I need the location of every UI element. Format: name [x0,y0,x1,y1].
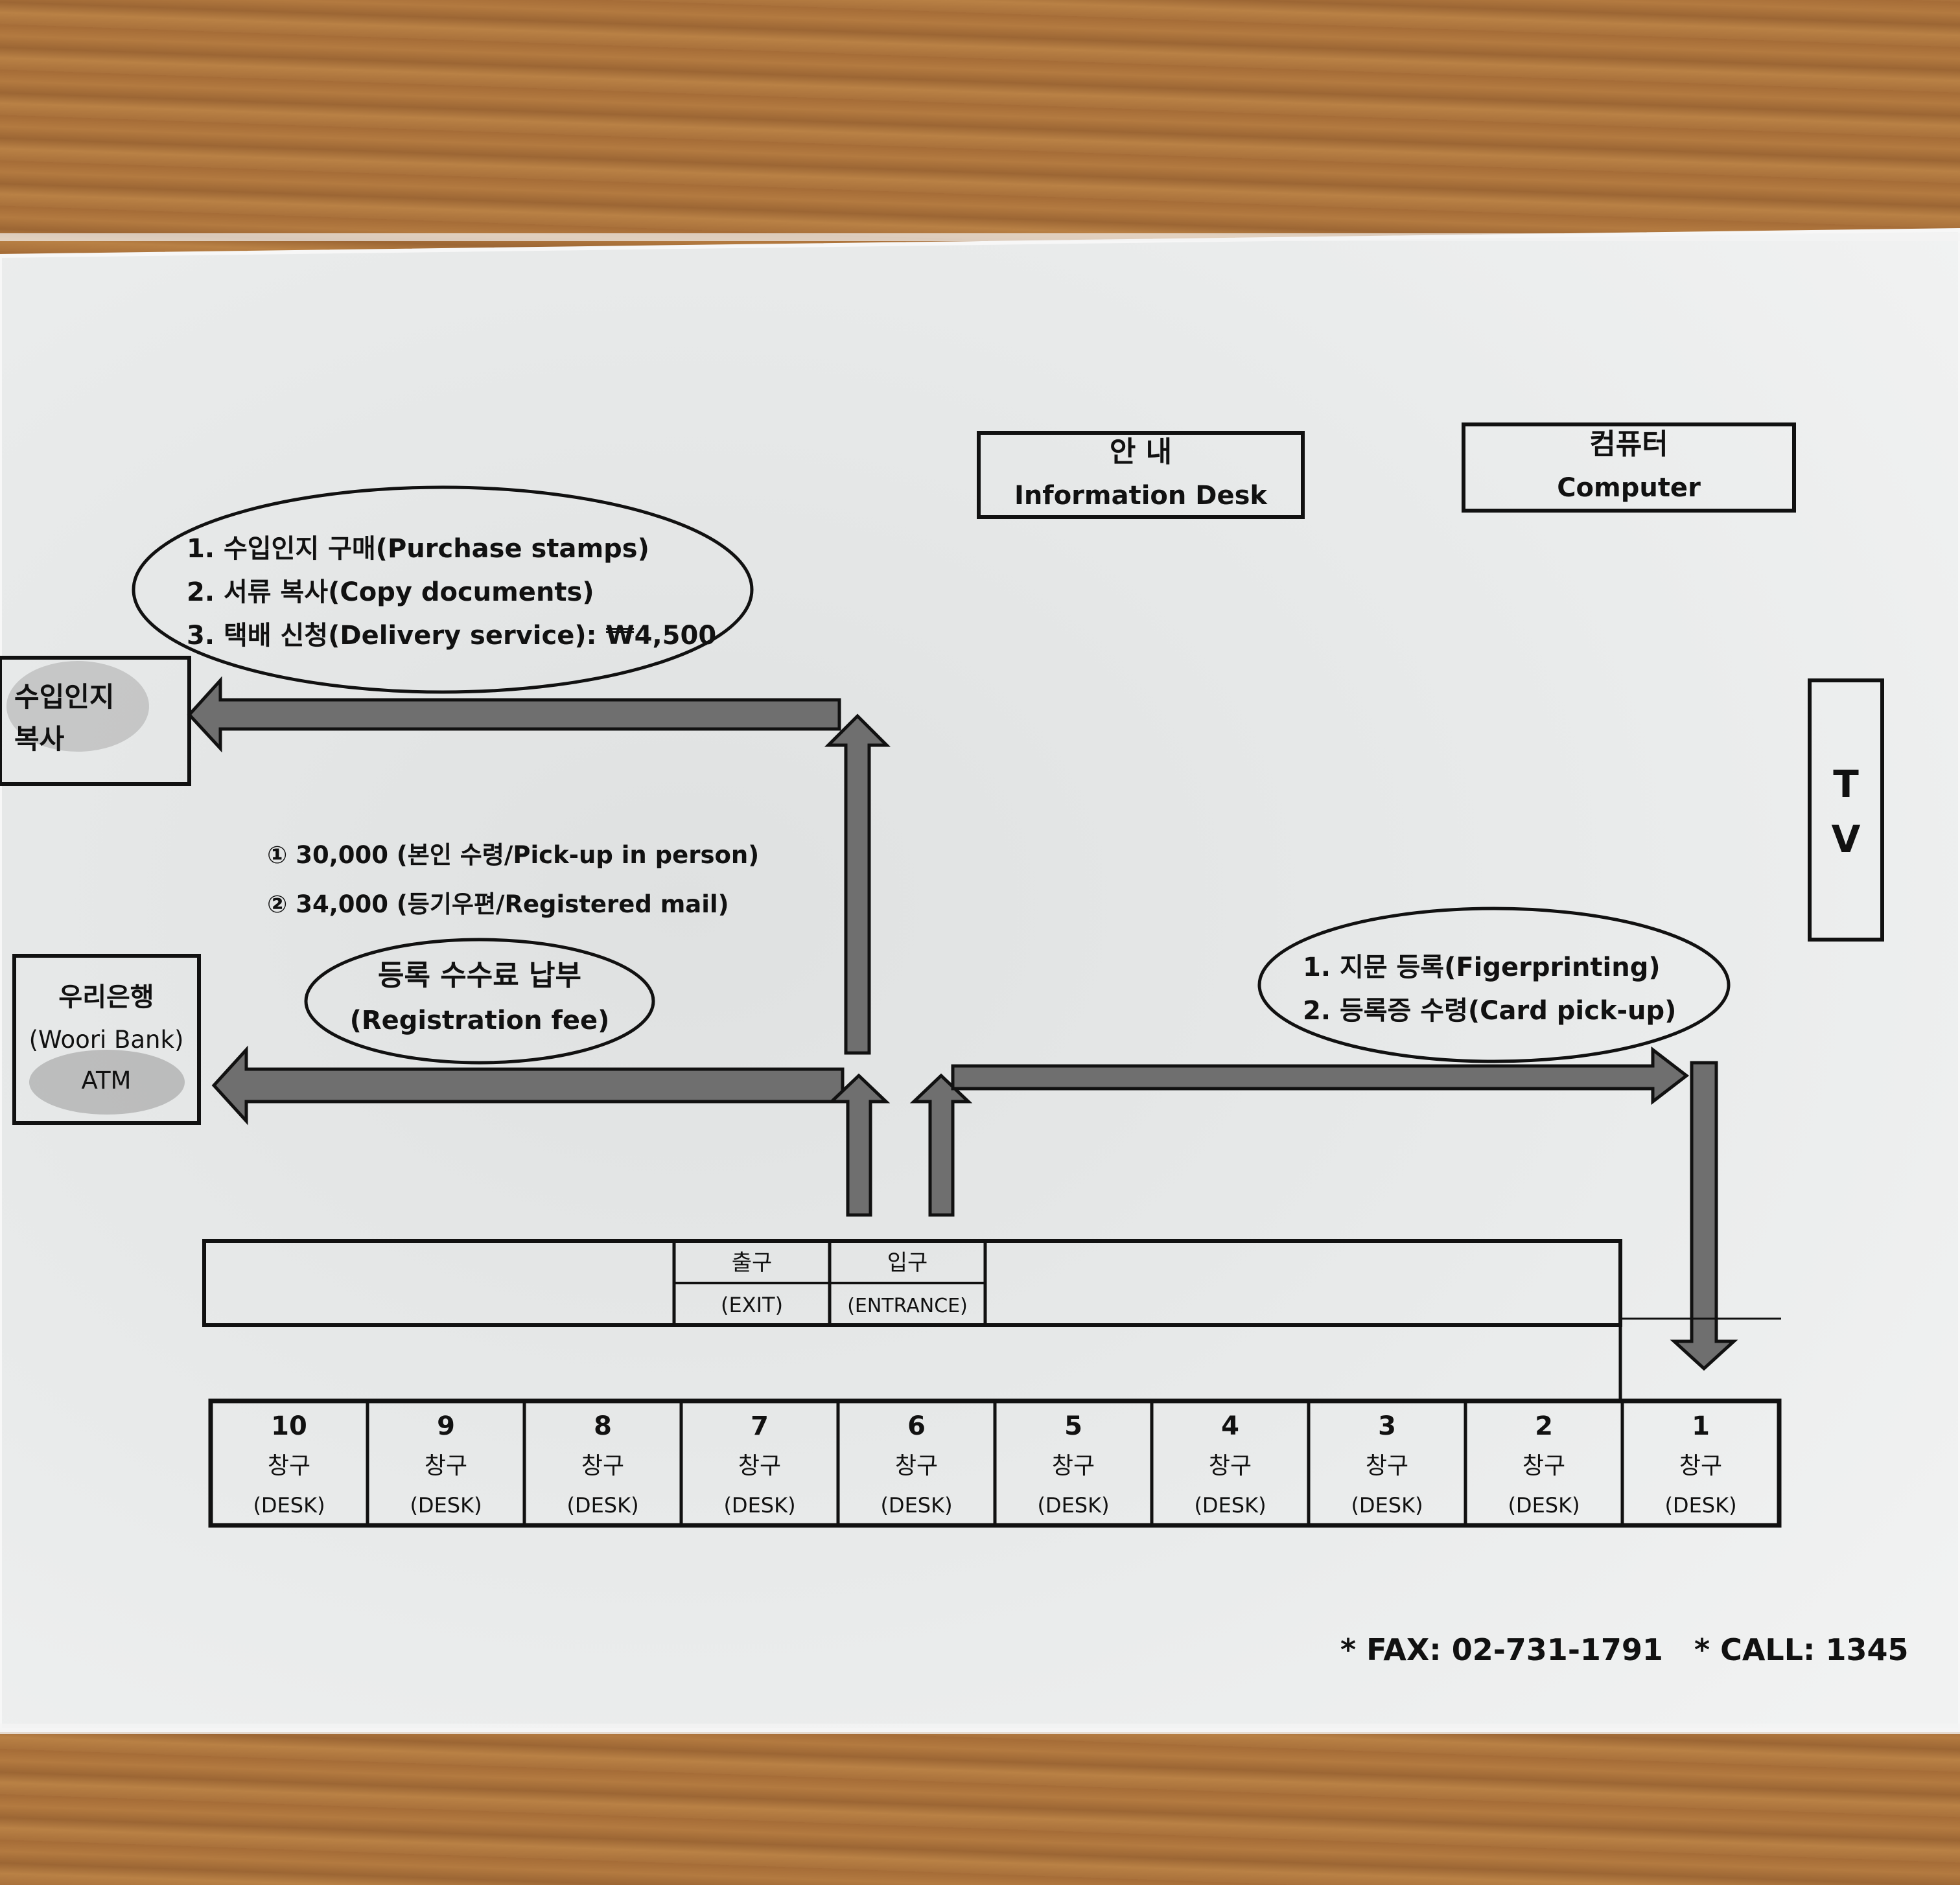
information-desk-box: 안 내 Information Desk [977,431,1305,519]
registration-fee-en: (Registration fee) [350,1006,610,1035]
computer-ko: 컴퓨터 [1589,428,1668,461]
arrow-down-to-desk-1 [1670,1061,1738,1371]
registration-fee-ko: 등록 수수료 납부 [378,959,581,992]
arrow-to-stamps [187,676,841,753]
desk-label-ko: 창구 [1522,1453,1565,1479]
fingerprint-line-1: 1. 지문 등록(Figerprinting) [1303,953,1661,982]
desk-cell: 9 창구 (DESK) [366,1401,482,1525]
tv-box: T V [1808,678,1884,942]
stamps-box-smudge [6,661,149,752]
fingerprint-oval: 1. 지문 등록(Figerprinting) 2. 등록증 수령(Card p… [1257,907,1731,1063]
computer-en: Computer [1557,473,1701,503]
stamps-line-2: 2. 서류 복사(Copy documents) [187,577,594,607]
exit-en: (EXIT) [721,1293,783,1317]
desk-number: 5 [1064,1411,1082,1441]
desk-label-en: (DESK) [566,1493,638,1518]
desk-number: 8 [594,1411,612,1441]
stamps-line-3: 3. 택배 신청(Delivery service): ₩4,500 [187,621,716,651]
registration-fee-oval: 등록 수수료 납부 (Registration fee) [304,938,655,1065]
computer-box: 컴퓨터 Computer [1462,422,1796,513]
laminate-edge-bottom [0,1724,1960,1734]
desk-number: 6 [907,1411,926,1441]
stamps-line-1: 1. 수입인지 구매(Purchase stamps) [187,534,649,564]
desk-number: 7 [751,1411,769,1441]
desk-number: 4 [1221,1411,1239,1441]
desk-label-ko: 창구 [895,1453,938,1479]
desk-cell: 1 창구 (DESK) [1620,1401,1737,1525]
desk-label-ko: 창구 [1209,1453,1252,1479]
bank-box-smudge [29,1050,185,1115]
desk-label-ko: 창구 [581,1453,624,1479]
fingerprint-line-2: 2. 등록증 수령(Card pick-up) [1303,996,1676,1026]
desk-label-ko: 창구 [1366,1453,1408,1479]
desk-number: 9 [437,1411,455,1441]
desk-cell: 3 창구 (DESK) [1307,1401,1423,1525]
desk-label-ko: 창구 [738,1453,781,1479]
desk-cell: 5 창구 (DESK) [993,1401,1110,1525]
stamps-copy-box: 수입인지 복사 [0,656,191,786]
desk-label-ko: 창구 [268,1453,310,1479]
fee-registered-mail: ② 34,000 (등기우편/Registered mail) [267,890,729,918]
entrance-exit-strip: 출구 (EXIT) 입구 (ENTRANCE) [202,1239,1781,1401]
bank-box-line-3: ATM [82,1067,132,1094]
desk-number: 2 [1535,1411,1553,1441]
bank-box-line-2: (Woori Bank) [29,1026,184,1054]
desk-label-en: (DESK) [1508,1493,1580,1518]
fee-pickup-in-person: ① 30,000 (본인 수령/Pick-up in person) [267,841,759,869]
arrow-exit-up [827,1073,891,1217]
stamps-box-line-1: 수입인지 [14,681,115,713]
arrow-up-to-stamps-route [824,713,891,1055]
arrow-to-fingerprint [951,1046,1690,1105]
stamps-box-line-2: 복사 [14,723,65,755]
desk-label-en: (DESK) [1037,1493,1109,1518]
desk-label-en: (DESK) [253,1493,325,1518]
desk-cell: 4 창구 (DESK) [1150,1401,1266,1525]
desk-label-en: (DESK) [723,1493,795,1518]
information-desk-ko: 안 내 [1110,435,1172,468]
entrance-en: (ENTRANCE) [847,1295,968,1317]
desk-cell: 2 창구 (DESK) [1464,1401,1580,1525]
desk-row: 10 창구 (DESK) 9 창구 (DESK) 8 창구 (DESK) 7 창구 (DESK) 6 창구… [208,1398,1782,1528]
desk-number: 10 [271,1411,307,1441]
tv-letter-v: V [1832,817,1861,861]
arrow-to-bank [211,1045,845,1126]
desk-number: 3 [1378,1411,1396,1441]
desk-cell: 8 창구 (DESK) [522,1401,639,1525]
information-desk-en: Information Desk [1014,481,1268,511]
desk-label-en: (DESK) [1664,1493,1736,1518]
desk-label-ko: 창구 [1052,1453,1095,1479]
bank-box-line-1: 우리은행 [58,982,154,1012]
desk-number: 1 [1692,1411,1710,1441]
desk-cell: 7 창구 (DESK) [679,1401,796,1525]
stamps-services-oval: 1. 수입인지 구매(Purchase stamps) 2. 서류 복사(Cop… [132,485,754,694]
desk-label-en: (DESK) [1194,1493,1266,1518]
woori-bank-atm-box: 우리은행 (Woori Bank) ATM [12,954,201,1125]
desk-cell: 10 창구 (DESK) [253,1411,325,1518]
entrance-ko: 입구 [887,1250,928,1276]
desk-label-en: (DESK) [410,1493,482,1518]
call-number: * CALL: 1345 [1694,1632,1909,1667]
desk-label-ko: 창구 [425,1453,467,1479]
fax-number: * FAX: 02-731-1791 [1340,1632,1663,1667]
exit-ko: 출구 [732,1250,773,1276]
desk-label-en: (DESK) [880,1493,952,1518]
desk-label-en: (DESK) [1351,1493,1423,1518]
desk-label-ko: 창구 [1679,1453,1722,1479]
desk-cell: 6 창구 (DESK) [836,1401,953,1525]
tv-letter-t: T [1833,762,1859,806]
laminate-edge-top [0,233,1960,241]
